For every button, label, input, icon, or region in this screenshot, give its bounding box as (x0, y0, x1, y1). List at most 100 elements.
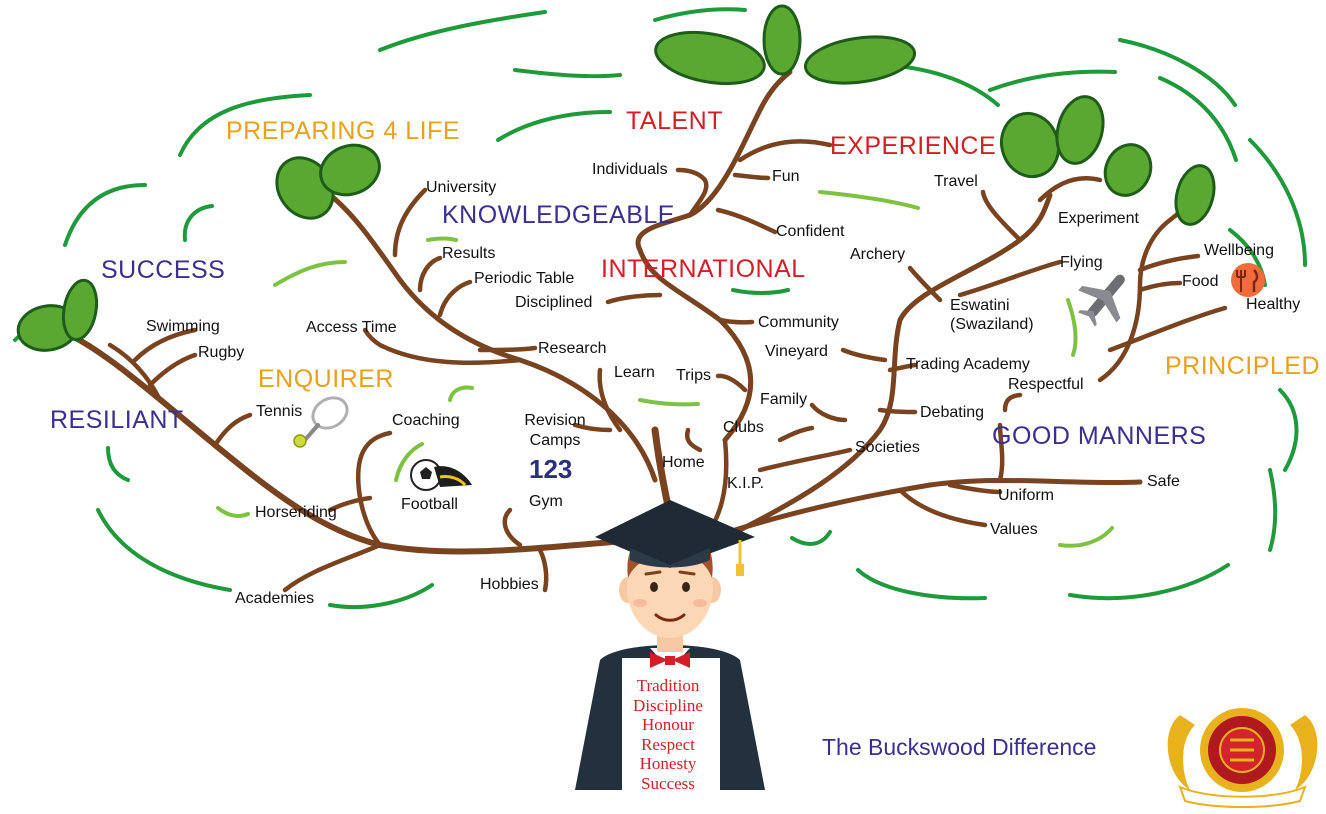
leaf (319, 143, 381, 197)
food-icon (1231, 263, 1265, 297)
decorative-cloud-strokes (13, 7, 1307, 610)
badge-123: 123 (529, 454, 572, 484)
branch-label-swimming: Swimming (146, 318, 220, 335)
branch (809, 402, 848, 423)
tennis-racket-icon (293, 396, 349, 448)
student-values-list: Tradition Discipline Honour Respect Hone… (612, 676, 724, 793)
cloud-stroke (496, 110, 612, 142)
branch (1137, 280, 1183, 293)
branch (212, 412, 253, 448)
branch-label-home: Home (662, 454, 705, 471)
branch-label-revision-camps: Revision Camps (524, 412, 586, 449)
branch (537, 547, 549, 593)
leaf (654, 31, 766, 85)
branch (107, 342, 163, 403)
badge-text: 123 (529, 454, 572, 484)
branch (502, 507, 523, 548)
cloud-stroke (1058, 526, 1114, 548)
trait-enquirer: ENQUIRER (258, 365, 394, 393)
leaf (803, 35, 917, 85)
trait-preparing-4-life: PREPARING 4 LIFE (226, 117, 460, 145)
branch (997, 422, 1005, 483)
leaf-cluster-top (654, 4, 917, 85)
cloud-stroke (988, 69, 1117, 92)
leaf-cluster-far-right (1174, 164, 1216, 226)
branch-label-rugby: Rugby (198, 344, 245, 361)
branch-label-flying: Flying (1060, 254, 1103, 271)
cloud-stroke (1158, 76, 1238, 162)
branch (572, 422, 613, 433)
branch (715, 207, 778, 235)
branch-label-societies: Societies (855, 439, 920, 456)
branch-label-trips: Trips (676, 367, 711, 384)
branch-label-debating: Debating (920, 404, 985, 421)
branch (717, 317, 755, 325)
airplane-icon (1078, 274, 1125, 327)
trait-international: INTERNATIONAL (601, 255, 806, 283)
cloud-stroke (273, 260, 347, 287)
branch-label-confident: Confident (776, 223, 845, 240)
cloud-stroke (1248, 138, 1307, 267)
cloud-stroke (731, 288, 790, 295)
graduation-cap-icon (595, 500, 755, 568)
branch (737, 139, 833, 163)
branch-label-kip: K.I.P. (727, 475, 765, 492)
trait-resiliant: RESILIANT (50, 406, 184, 434)
branch-label-family: Family (760, 391, 808, 408)
branch-label-uniform: Uniform (998, 487, 1055, 504)
cloud-stroke (638, 398, 700, 407)
cloud-stroke (182, 204, 214, 242)
branch-label-travel: Travel (934, 173, 978, 190)
trait-success: SUCCESS (101, 256, 226, 284)
student-character (575, 500, 765, 810)
branch (877, 407, 918, 415)
bow-tie (650, 652, 690, 668)
cloud-stroke (1268, 468, 1278, 552)
branch (980, 189, 1023, 243)
cloud-stroke (513, 68, 622, 79)
branch-label-eswatini: Eswatini (Swaziland) (950, 297, 1034, 333)
student-value: Respect (641, 734, 695, 754)
leaf (762, 4, 802, 76)
football-icon (410, 459, 472, 491)
tree-leaves (16, 4, 1216, 352)
cloud-stroke (426, 236, 458, 242)
student-value: Discipline (633, 695, 703, 715)
branch-label-trading-academy: Trading Academy (906, 356, 1030, 373)
branch-label-experiment: Experiment (1058, 210, 1139, 227)
branch (1002, 392, 1023, 413)
branch-label-wellbeing: Wellbeing (1204, 242, 1274, 259)
branch-label-vineyard: Vineyard (765, 343, 828, 360)
branch (732, 477, 1143, 533)
cloud-stroke (888, 63, 1000, 107)
branch (437, 279, 473, 318)
branch-label-values: Values (990, 521, 1038, 538)
footer-title: The Buckswood Difference (822, 734, 1097, 760)
branch-label-hobbies: Hobbies (480, 576, 539, 593)
branch-label-horseriding: Horseriding (255, 504, 337, 521)
trait-talent: TALENT (626, 107, 723, 135)
cloud-stroke (378, 10, 547, 52)
cloud-stroke (856, 568, 987, 601)
cloud-stroke (63, 183, 147, 247)
cloud-stroke (216, 506, 250, 518)
branch (597, 367, 623, 433)
cloud-stroke (790, 530, 832, 546)
branch-label-safe: Safe (1147, 473, 1180, 490)
branch (1037, 175, 1103, 203)
leaf (1055, 95, 1105, 165)
leaf (1174, 164, 1216, 226)
branch-label-tennis: Tennis (256, 403, 303, 420)
cloud-stroke (178, 93, 312, 157)
branch (957, 259, 1063, 298)
branch-label-university: University (426, 179, 497, 196)
cloud-stroke (1068, 563, 1230, 601)
cloud-stroke (106, 446, 130, 482)
branch-label-access-time: Access Time (306, 319, 397, 336)
branch (684, 427, 703, 453)
branch-label-clubs: Clubs (723, 419, 764, 436)
branch (907, 265, 943, 303)
branch-label-community: Community (758, 314, 839, 331)
branch (777, 425, 815, 443)
